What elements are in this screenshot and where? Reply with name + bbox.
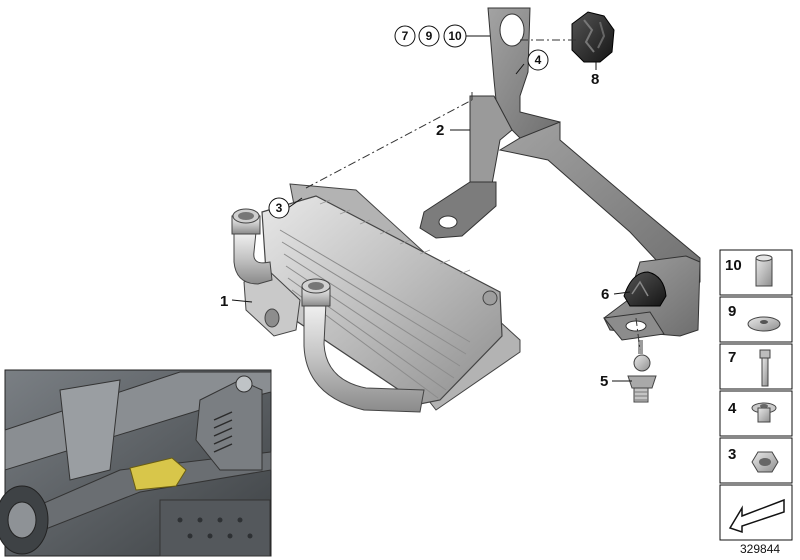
callout-9-text: 9 [426, 29, 433, 43]
washer-icon [747, 316, 781, 332]
legend-item-7-label: 7 [728, 349, 736, 366]
legend-item-3-label: 3 [728, 446, 736, 463]
legend-item-3: 3 [719, 437, 793, 484]
legend-item-9-label: 9 [728, 303, 736, 320]
flange-screw-icon [751, 402, 777, 423]
callout-3-text: 3 [276, 201, 283, 215]
callout-6: 6 [601, 286, 609, 303]
callout-7-circle [394, 25, 416, 47]
vehicle-location-inset [0, 369, 272, 557]
callout-1: 1 [220, 293, 228, 310]
legend-item-10-label: 10 [725, 257, 742, 274]
legend-footer [719, 484, 793, 541]
legend-item-7: 7 [719, 343, 793, 390]
legend-item-10: 10 [719, 249, 793, 296]
callout-2: 2 [436, 122, 444, 139]
bolt-icon [759, 349, 771, 387]
callout-10-text: 10 [448, 29, 462, 43]
legend-item-9: 9 [719, 296, 793, 343]
ball-stud-5 [627, 340, 657, 403]
callout-5: 5 [600, 373, 608, 390]
rubber-mount-6 [623, 271, 667, 307]
parts-legend: 10 9 7 4 [719, 249, 793, 541]
callout-4-circle [527, 49, 549, 71]
callout-7-text: 7 [402, 29, 409, 43]
buffer-grommet-8 [571, 11, 615, 63]
legend-item-4-label: 4 [728, 400, 737, 417]
legend-item-4: 4 [719, 390, 793, 437]
callout-2-text: 2 [436, 122, 444, 139]
callout-1-text: 1 [220, 293, 228, 310]
callout-6-text: 6 [601, 286, 609, 303]
oil-cooler-1 [231, 183, 521, 413]
return-arrow-icon [728, 498, 785, 534]
callout-3: 3 [268, 197, 290, 219]
callout-4-text: 4 [535, 53, 542, 67]
callout-9-circle [418, 25, 440, 47]
sleeve-icon [755, 254, 773, 287]
callout-5-text: 5 [600, 373, 608, 390]
callout-10: 10 [443, 24, 490, 48]
callout-8-text: 8 [591, 71, 599, 88]
callout-8: 8 [591, 71, 599, 88]
assembly-lines [305, 39, 641, 351]
reference-number: 329844 [740, 542, 780, 556]
callout-7: 7 [394, 25, 416, 47]
callout-4: 4 [527, 49, 549, 71]
callout-9: 9 [418, 25, 440, 47]
callout-3-circle [268, 197, 290, 219]
hex-nut-icon [751, 451, 779, 473]
leader-lines [231, 62, 632, 382]
